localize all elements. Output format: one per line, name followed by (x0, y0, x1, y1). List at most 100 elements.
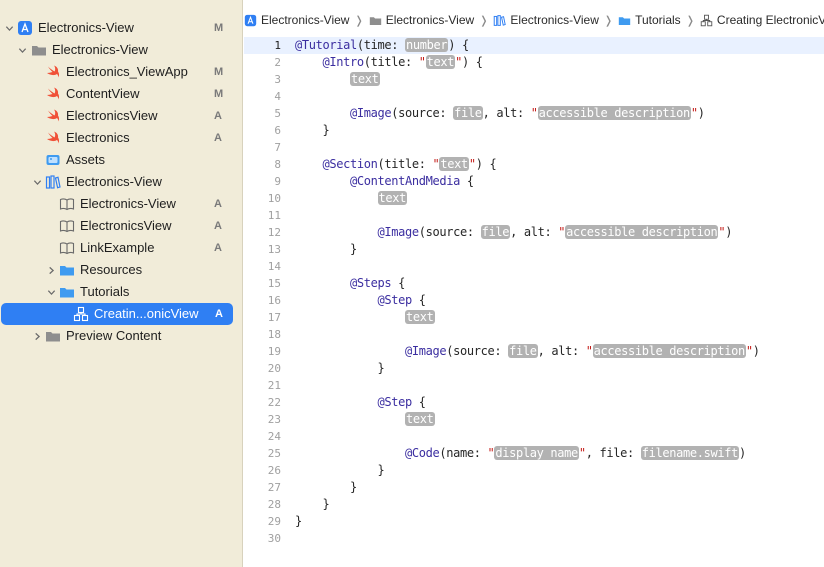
nav-item-article[interactable]: LinkExample A (0, 237, 242, 259)
breadcrumb-label: Electronics-View (385, 13, 475, 27)
code-line[interactable]: 21 (244, 377, 824, 394)
quote-token: " (468, 157, 476, 171)
code-line[interactable]: 3 text (244, 71, 824, 88)
placeholder-token[interactable]: text (377, 191, 407, 205)
code-line[interactable]: 23 text (244, 411, 824, 428)
code-token: ) (752, 344, 760, 358)
chevron-down-icon[interactable] (4, 17, 14, 39)
placeholder-token[interactable]: number (405, 38, 449, 52)
placeholder-token[interactable]: filename.swift (640, 446, 739, 460)
placeholder-token[interactable]: file (480, 225, 511, 239)
nav-item-folder[interactable]: Tutorials (0, 281, 242, 303)
code-line[interactable]: 25 @Code(name: "display name", file: fil… (244, 445, 824, 462)
nav-item-file[interactable]: ContentView M (0, 83, 242, 105)
placeholder-token[interactable]: accessible description (592, 344, 746, 358)
code-line[interactable]: 20 } (244, 360, 824, 377)
nav-item-project[interactable]: Electronics-View M (0, 17, 242, 39)
code-token: } (295, 123, 330, 137)
breadcrumb-item[interactable]: Tutorials (618, 13, 681, 27)
code-line[interactable]: 2 @Intro(title: "text") { (244, 54, 824, 71)
chevron-right-icon: ❭ (479, 14, 489, 27)
nav-item-folder[interactable]: Resources (0, 259, 242, 281)
code-line[interactable]: 18 (244, 326, 824, 343)
code-line[interactable]: 9 @ContentAndMedia { (244, 173, 824, 190)
placeholder-token[interactable]: text (405, 310, 435, 324)
code-line[interactable]: 7 (244, 139, 824, 156)
code-line[interactable]: 4 (244, 88, 824, 105)
code-line[interactable]: 13 } (244, 241, 824, 258)
code-line[interactable]: 26 } (244, 462, 824, 479)
line-number: 30 (267, 532, 281, 545)
nav-item-file[interactable]: Electronics A (0, 127, 242, 149)
line-number: 3 (274, 73, 281, 86)
nav-item-article[interactable]: Electronics-View A (0, 193, 242, 215)
code-line[interactable]: 19 @Image(source: file, alt: "accessible… (244, 343, 824, 360)
code-line[interactable]: 30 (244, 530, 824, 547)
code-line[interactable]: 10 text (244, 190, 824, 207)
line-number: 18 (267, 328, 281, 341)
placeholder-token[interactable]: text (425, 55, 456, 69)
code-token (295, 157, 323, 171)
code-text: } (295, 241, 357, 258)
chevron-down-icon[interactable] (32, 171, 42, 193)
nav-item-docc-catalog[interactable]: Electronics-View (0, 171, 242, 193)
breadcrumb-item[interactable]: Creating ElectronicView (700, 13, 824, 27)
breadcrumb-item[interactable]: Electronics-View (493, 13, 599, 27)
source-editor[interactable]: 1@Tutorial(time: number) {2 @Intro(title… (244, 35, 824, 567)
placeholder-token[interactable]: text (350, 72, 380, 86)
code-line[interactable]: 5 @Image(source: file, alt: "accessible … (244, 105, 824, 122)
chevron-right-icon[interactable] (46, 259, 56, 281)
code-line[interactable]: 22 @Step { (244, 394, 824, 411)
chevron-down-icon[interactable] (46, 281, 56, 303)
code-line[interactable]: 17 text (244, 309, 824, 326)
source-control-badge: M (214, 66, 224, 78)
breadcrumb-item[interactable]: Electronics-View (369, 13, 474, 27)
chevron-down-icon[interactable] (17, 39, 27, 61)
line-number: 20 (267, 362, 281, 375)
swift-icon (45, 108, 61, 124)
code-line[interactable]: 16 @Step { (244, 292, 824, 309)
nav-item-label: Assets (66, 152, 106, 167)
quote-token: " (530, 106, 538, 120)
nav-item-file[interactable]: ElectronicsView A (0, 105, 242, 127)
code-line[interactable]: 1@Tutorial(time: number) { (244, 37, 824, 54)
code-line[interactable]: 6 } (244, 122, 824, 139)
code-line[interactable]: 24 (244, 428, 824, 445)
placeholder-token[interactable]: text (405, 412, 435, 426)
code-line[interactable]: 11 (244, 207, 824, 224)
code-line[interactable]: 15 @Steps { (244, 275, 824, 292)
code-line[interactable]: 29} (244, 513, 824, 530)
code-line[interactable]: 27 } (244, 479, 824, 496)
chevron-right-icon[interactable] (32, 325, 42, 347)
directive-token: @Code (405, 446, 440, 460)
line-number: 14 (267, 260, 281, 273)
placeholder-token[interactable]: accessible description (565, 225, 719, 239)
code-line[interactable]: 8 @Section(title: "text") { (244, 156, 824, 173)
code-text: } (295, 496, 329, 513)
nav-item-assets[interactable]: Assets (0, 149, 242, 171)
directive-token: @Image (350, 106, 392, 120)
code-line[interactable]: 14 (244, 258, 824, 275)
code-line[interactable]: 28 } (244, 496, 824, 513)
line-number: 28 (267, 498, 281, 511)
placeholder-token[interactable]: accessible description (537, 106, 691, 120)
line-number: 4 (274, 90, 281, 103)
nav-item-label: Electronics-View (80, 196, 176, 211)
code-text: } (295, 360, 384, 377)
nav-item-folder[interactable]: Preview Content (0, 325, 242, 347)
code-token: } (295, 361, 385, 375)
breadcrumb-label: Tutorials (635, 13, 681, 27)
code-token: (name: (439, 446, 488, 460)
nav-item-group[interactable]: Electronics-View (0, 39, 242, 61)
line-number: 21 (267, 379, 281, 392)
code-line[interactable]: 12 @Image(source: file, alt: "accessible… (244, 224, 824, 241)
code-text: @Step { (295, 292, 426, 309)
placeholder-token[interactable]: display name (494, 446, 579, 460)
placeholder-token[interactable]: file (508, 344, 538, 358)
breadcrumb-item[interactable]: Electronics-View (244, 13, 349, 27)
placeholder-token[interactable]: text (439, 157, 469, 171)
placeholder-token[interactable]: file (453, 106, 483, 120)
nav-item-article[interactable]: ElectronicsView A (0, 215, 242, 237)
nav-item-file[interactable]: Electronics_ViewApp M (0, 61, 242, 83)
nav-item-tutorial-selected[interactable]: Creatin...onicView A (1, 303, 233, 325)
